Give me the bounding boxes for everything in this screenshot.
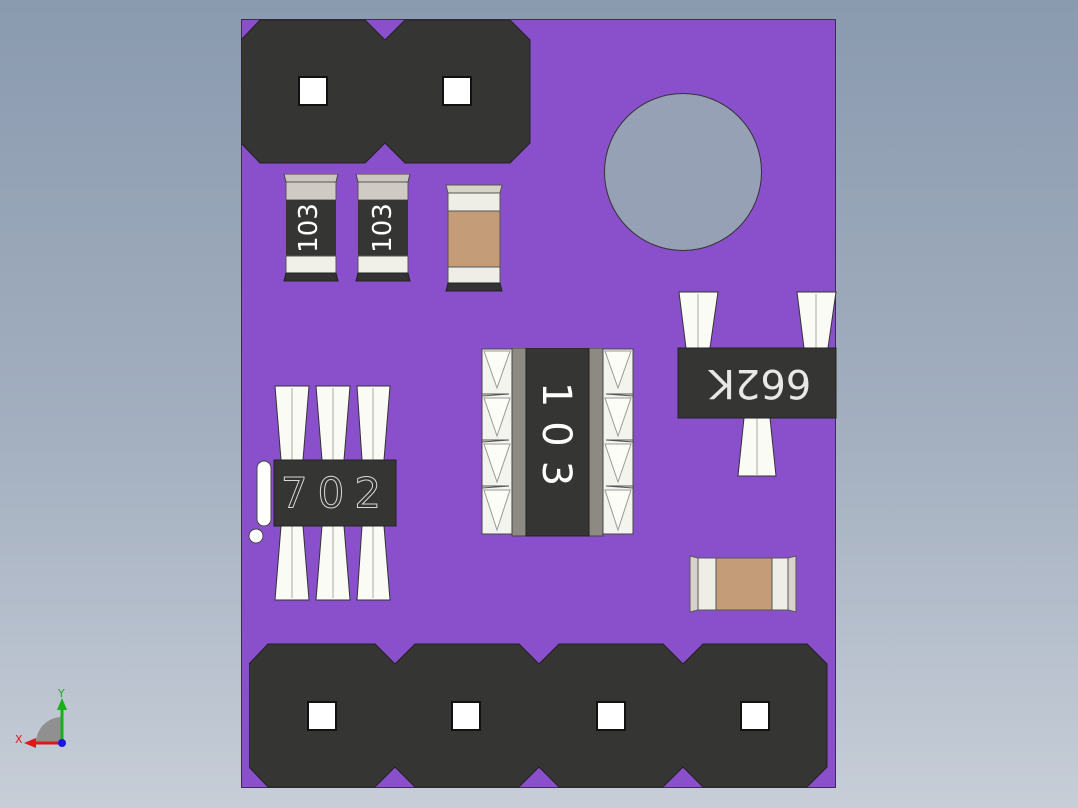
ic-u1-marking: 702 — [280, 468, 392, 518]
resistor-r2[interactable] — [354, 174, 412, 284]
ic-u2[interactable] — [481, 348, 635, 538]
bottom-header-connector[interactable] — [249, 643, 831, 791]
ic-u2-marking: 103 — [533, 381, 579, 501]
ic-u3[interactable] — [676, 290, 838, 480]
top-header-connector[interactable] — [241, 19, 541, 165]
bottom-header-pin-4[interactable] — [740, 701, 770, 731]
top-header-pin-2[interactable] — [442, 76, 472, 106]
capacitor-c1[interactable] — [443, 184, 505, 294]
resistor-r1-marking: 103 — [294, 203, 324, 253]
capacitor-c2[interactable] — [689, 553, 799, 615]
axis-triad — [24, 698, 67, 748]
ic-u3-marking: 662K — [708, 360, 812, 406]
axis-x-label: X — [15, 733, 23, 746]
resistor-r1[interactable] — [282, 174, 340, 284]
resistor-r2-marking: 103 — [368, 203, 398, 253]
bottom-header-pin-2[interactable] — [451, 701, 481, 731]
bottom-header-pin-1[interactable] — [307, 701, 337, 731]
axis-y-label: Y — [58, 687, 65, 700]
ic-u1[interactable] — [245, 384, 400, 604]
mounting-hole[interactable] — [604, 93, 762, 251]
top-header-pin-1[interactable] — [298, 76, 328, 106]
bottom-header-pin-3[interactable] — [596, 701, 626, 731]
